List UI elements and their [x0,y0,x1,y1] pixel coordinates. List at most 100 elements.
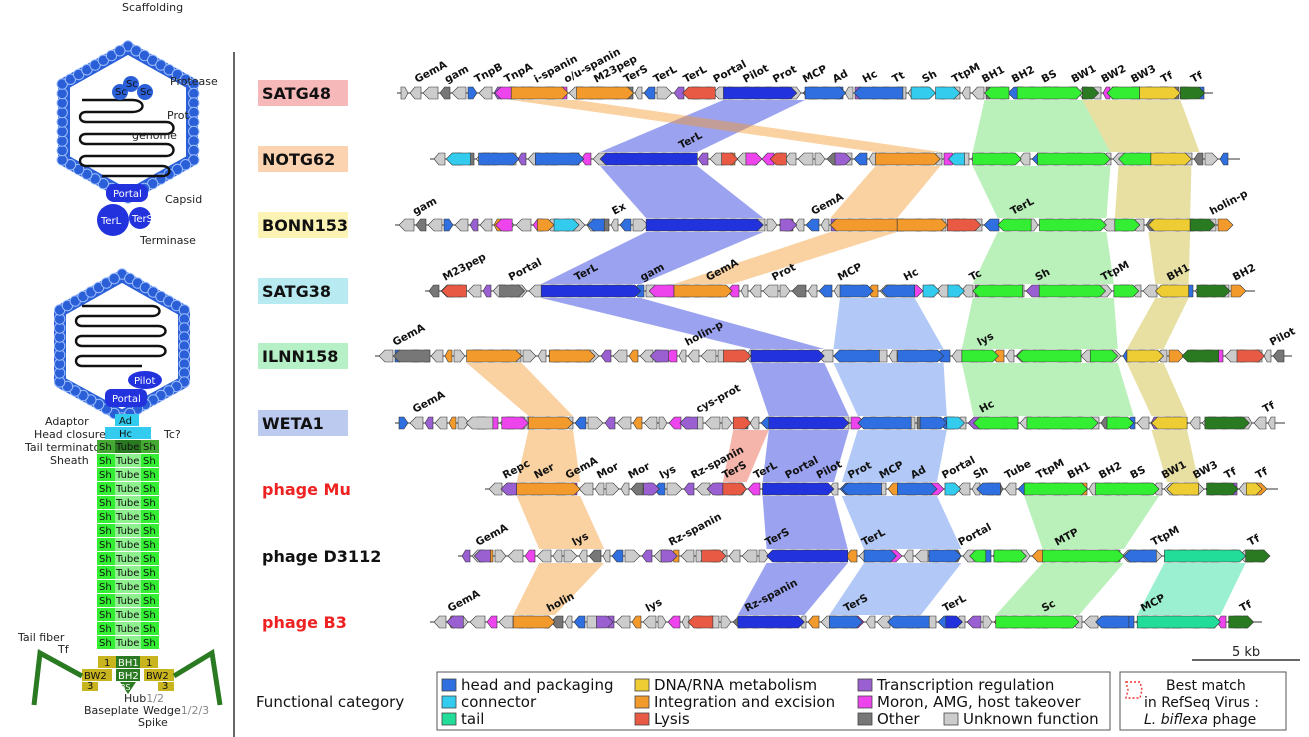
synteny-ribbon [541,232,764,284]
gene-arrow [1245,549,1271,563]
gene-arrow [687,349,700,363]
gene-arrow [673,284,733,298]
gene-label: TtpM [1149,524,1181,549]
sheath-left [97,594,115,607]
synteny-ribbon [762,430,849,482]
gene-label: Tube [1003,458,1033,482]
legend-item-label: Transcription regulation [876,676,1054,694]
sheath-left [97,482,115,495]
gene-arrow [973,416,1019,430]
tail-terminator-label: Tail terminator [24,441,105,454]
gene-arrow [922,284,941,298]
sheath-left [97,566,115,579]
gene-arrow [628,349,639,363]
sh-label: Sh [99,442,112,453]
gene-arrow [602,549,611,563]
gene-arrow [424,416,434,430]
gene-arrow [578,482,594,496]
gene-arrow [1025,284,1041,298]
baseplate-label: Baseplate [84,704,139,717]
gene-arrow [1154,284,1189,298]
gene-arrow [820,218,830,232]
gene-label: GemA [446,587,483,614]
gene-arrow [721,416,733,430]
gene-label: BS [1040,68,1059,86]
gene-arrow [517,152,527,166]
gene-arrow [722,482,748,496]
sheath-right [141,636,159,649]
gene-arrow [427,218,443,232]
gene-arrow [1016,86,1083,100]
gene-label: Ad [831,68,850,86]
synteny-ribbon [1082,100,1200,152]
gene-arrow [961,86,971,100]
gene-arrow [903,549,914,563]
gene-label: Tf [1159,69,1175,85]
spike-shape [120,682,136,694]
gene-label: MCP [836,261,865,284]
gene-label: Mor [595,460,622,482]
genome-label: genome [132,129,177,142]
capsid-subunit [188,125,200,138]
synteny-ribbon [750,363,849,416]
tf-label: Tf [57,643,70,656]
gene-arrow [769,152,787,166]
legend-item-label: Unknown function [963,710,1099,728]
legend-swatch [857,695,873,709]
gene-arrow [615,615,631,629]
gene-arrow [910,86,936,100]
gene-label: Tt [890,69,906,85]
gene-arrow [392,349,431,363]
gene-arrow [863,549,897,563]
phage-name-bg [258,146,348,172]
gene-arrow [522,349,537,363]
gene-arrow [928,549,962,563]
gene-arrow [443,218,454,232]
gene-arrow [643,416,658,430]
tail-fiber-label: Tail fiber [17,631,65,644]
tube-label: Tube [115,554,139,565]
tube-segment [115,496,141,509]
gene-label: TerL [652,63,680,85]
synteny-ribbon [995,563,1124,615]
sh-label: Sh [143,610,156,621]
gene-label: Hc [902,266,921,284]
sheath-right [141,552,159,565]
gene-arrow [1118,152,1152,166]
gene-arrow [630,482,644,496]
gene-arrow [444,349,453,363]
gene-arrow [451,86,467,100]
gene-arrow [465,416,494,430]
phage-name-bg [258,410,348,436]
sh-label: Sh [143,484,156,495]
gene-arrow [398,218,415,232]
gene-arrow [639,349,654,363]
hub-label: Hub1/2 [124,692,164,705]
gene-arrow [732,416,752,430]
gene-arrow [469,218,479,232]
legend-item-label: head and packaging [461,676,614,694]
synteny-ribbon [516,430,581,482]
synteny-ribbon [829,563,962,615]
gene-arrow [1113,284,1140,298]
gene-label: TnpB [472,61,504,86]
tube-label: Tube [115,596,139,607]
gene-arrow [482,284,492,298]
tube-segment [115,608,141,621]
synteny-ribbon [833,298,944,349]
gene-arrow [441,284,467,298]
synteny-ribbon [841,430,947,482]
gene-label: MCP [801,63,830,86]
sc-label: Sc [126,79,138,90]
gene-label: BH1 [1066,460,1093,482]
sh-label: Sh [143,554,156,565]
scaffolding-dot [112,84,128,100]
gene-arrow [634,86,643,100]
genome-track [395,218,1234,232]
head-closure-block [105,427,151,439]
gene-arrow [524,549,536,563]
gene-arrow [919,416,948,430]
gene-arrow [697,152,709,166]
scaffolding-label: Scaffolding [122,1,183,14]
gene-label: BH2 [1010,64,1037,86]
